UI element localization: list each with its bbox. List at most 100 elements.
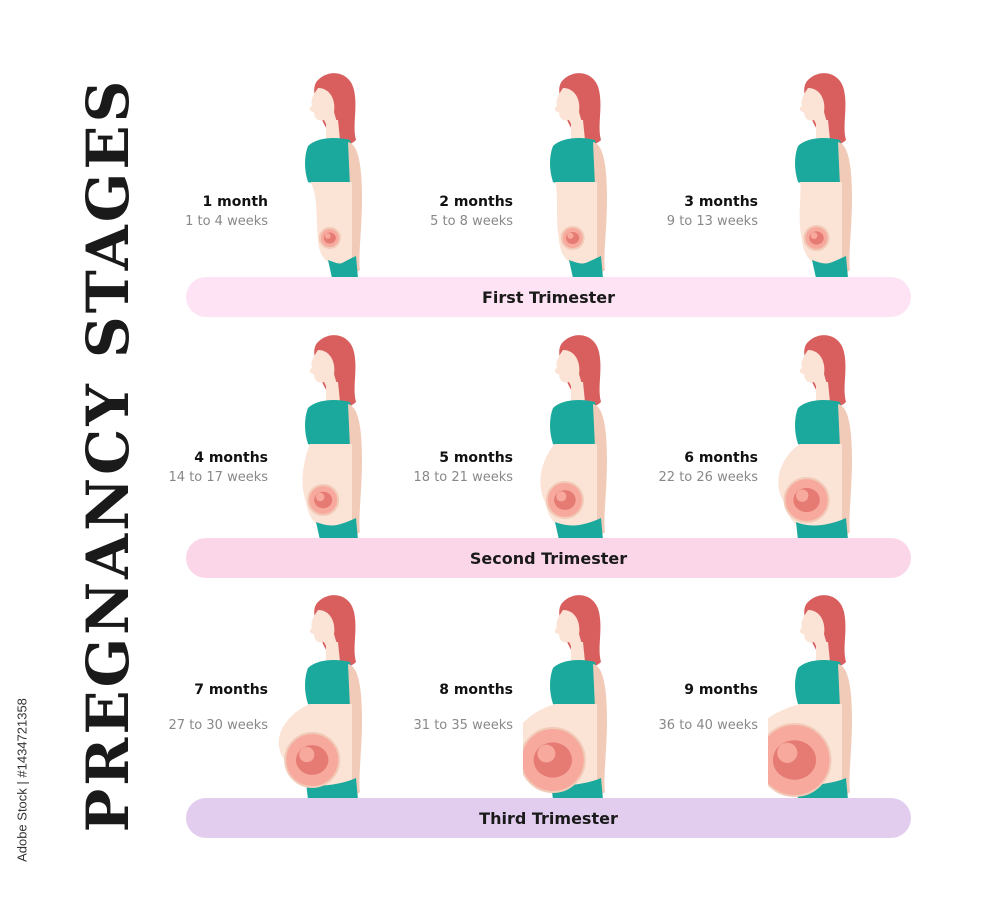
third-trimester-bar: Third Trimester [186, 798, 911, 838]
pregnant-woman-figure [514, 590, 623, 800]
head [799, 350, 828, 390]
bottom-clothing [555, 518, 603, 540]
neck [571, 642, 585, 662]
pregnant-woman-figure [768, 330, 868, 540]
top-clothing [550, 400, 600, 449]
neck [571, 382, 585, 402]
bottom-clothing [328, 256, 358, 278]
head [799, 610, 828, 650]
stage-weeks: 31 to 35 weeks [413, 718, 513, 733]
womb-fetus-icon [545, 481, 584, 519]
stage-weeks: 18 to 21 weeks [413, 470, 513, 485]
womb-fetus-icon [803, 225, 830, 251]
page-title: PREGNANCY STAGES [74, 77, 142, 833]
head [554, 350, 583, 390]
pregnant-woman-figure [523, 68, 623, 278]
stage-month: 1 month [202, 194, 268, 210]
stage-weeks: 27 to 30 weeks [168, 718, 268, 733]
top-clothing [795, 138, 845, 187]
stage-weeks: 22 to 26 weeks [658, 470, 758, 485]
bottom-clothing [796, 518, 848, 540]
top-clothing [305, 400, 355, 449]
pregnant-woman-figure [768, 68, 868, 278]
figure-svg [302, 335, 362, 540]
belly [310, 182, 352, 265]
figure-svg [514, 595, 607, 800]
neck [816, 642, 830, 662]
head [309, 350, 338, 390]
pregnant-woman-figure [751, 590, 868, 800]
head [554, 610, 583, 650]
head [309, 610, 338, 650]
womb-fetus-icon [284, 732, 341, 788]
neck [816, 120, 830, 140]
stage-cell-3: 3 months 9 to 13 weeks [640, 68, 880, 288]
bottom-clothing [812, 256, 848, 278]
pregnant-woman-figure [278, 330, 378, 540]
stage-cell-9: 9 months 36 to 40 weeks [640, 590, 880, 810]
bottom-clothing [794, 778, 848, 800]
pregnant-woman-figure [278, 590, 378, 800]
neck [326, 382, 340, 402]
stage-weeks: 9 to 13 weeks [666, 214, 758, 229]
top-clothing [550, 660, 600, 709]
bottom-clothing [306, 778, 358, 800]
belly [799, 182, 842, 265]
stage-weeks: 14 to 17 weeks [168, 470, 268, 485]
neck [326, 120, 340, 140]
neck [571, 120, 585, 140]
womb-fetus-icon [757, 723, 832, 797]
womb-fetus-icon [519, 727, 586, 793]
stage-month: 4 months [194, 450, 268, 466]
top-clothing [550, 138, 600, 187]
stage-cell-7: 7 months 27 to 30 weeks [150, 590, 390, 810]
stage-month: 2 months [439, 194, 513, 210]
figure-svg [305, 73, 362, 278]
stage-weeks: 1 to 4 weeks [185, 214, 268, 229]
figure-svg [540, 335, 607, 540]
stock-watermark-id: Adobe Stock | #1434721358 [14, 698, 30, 862]
stage-weeks: 36 to 40 weeks [658, 718, 758, 733]
stage-cell-5: 5 months 18 to 21 weeks [395, 330, 635, 550]
figure-svg [278, 595, 362, 800]
neck [326, 642, 340, 662]
womb-fetus-icon [560, 226, 585, 250]
top-clothing [795, 400, 845, 449]
stage-cell-1: 1 month 1 to 4 weeks [150, 68, 390, 288]
stage-cell-4: 4 months 14 to 17 weeks [150, 330, 390, 550]
womb-fetus-icon [783, 477, 830, 523]
trimester-label: First Trimester [481, 287, 615, 307]
bottom-clothing [550, 778, 603, 800]
stage-cell-6: 6 months 22 to 26 weeks [640, 330, 880, 550]
pregnant-woman-figure [278, 68, 378, 278]
stage-month: 9 months [684, 682, 758, 698]
figure-svg [550, 73, 607, 278]
neck [816, 382, 830, 402]
figure-svg [751, 595, 852, 800]
stage-cell-2: 2 months 5 to 8 weeks [395, 68, 635, 288]
stage-month: 3 months [684, 194, 758, 210]
top-clothing [795, 660, 845, 709]
second-trimester-bar: Second Trimester [186, 538, 911, 578]
top-clothing [305, 660, 355, 709]
belly [555, 182, 597, 265]
top-clothing [305, 138, 355, 187]
pregnant-woman-figure [523, 330, 623, 540]
trimester-label: Second Trimester [469, 548, 628, 568]
stage-month: 8 months [439, 682, 513, 698]
womb-fetus-icon [318, 227, 341, 249]
bottom-clothing [569, 256, 603, 278]
head [554, 88, 583, 128]
womb-fetus-icon [307, 484, 340, 516]
head [799, 88, 828, 128]
stage-month: 6 months [684, 450, 758, 466]
stage-month: 5 months [439, 450, 513, 466]
head [309, 88, 338, 128]
figure-svg [795, 73, 852, 278]
trimester-label: Third Trimester [479, 808, 618, 828]
figure-svg [778, 335, 852, 540]
stage-weeks: 5 to 8 weeks [430, 214, 513, 229]
first-trimester-bar: First Trimester [186, 277, 911, 317]
bottom-clothing [316, 518, 358, 540]
stage-month: 7 months [194, 682, 268, 698]
